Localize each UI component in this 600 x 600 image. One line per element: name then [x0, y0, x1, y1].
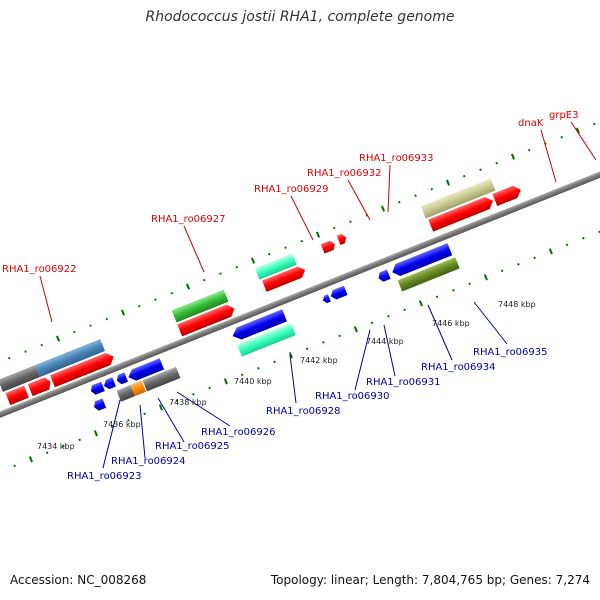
gene-blue-a[interactable]: [115, 372, 129, 385]
kbp-label-7436: 7436 kbp: [103, 420, 141, 429]
label-ro06927[interactable]: RHA1_ro06927: [151, 214, 226, 225]
label-ro06928[interactable]: RHA1_ro06928: [266, 406, 341, 417]
gene-gray-left[interactable]: [0, 364, 41, 392]
gene-ro06923-feature[interactable]: [89, 381, 105, 396]
gene-red-a[interactable]: [5, 385, 29, 406]
gene-ro06924-feature[interactable]: [116, 385, 135, 402]
label-ro06926[interactable]: RHA1_ro06926: [201, 427, 276, 438]
gene-ro06931-feature[interactable]: [329, 285, 348, 301]
gene-ro06935-feature[interactable]: [397, 257, 460, 292]
accession-text: Accession: NC_008268: [10, 573, 147, 587]
genome-title: Rhodococcus jostii RHA1, complete genome: [145, 9, 455, 25]
gene-blue-b[interactable]: [126, 358, 165, 383]
gene-blue-c[interactable]: [92, 398, 107, 411]
gene-ro06927-feature[interactable]: [171, 289, 229, 323]
label-ro06925[interactable]: RHA1_ro06925: [155, 441, 230, 452]
label-grpe3[interactable]: grpE3: [549, 110, 579, 121]
gene-red-e[interactable]: [262, 264, 307, 292]
label-ro06932[interactable]: RHA1_ro06932: [307, 168, 382, 179]
gene-dnak-feature[interactable]: [420, 178, 496, 219]
label-ro06922[interactable]: RHA1_ro06922: [2, 264, 77, 275]
kbp-label-7434: 7434 kbp: [37, 442, 75, 451]
genome-backbone: [0, 125, 600, 466]
label-ro06933[interactable]: RHA1_ro06933: [359, 153, 434, 164]
gene-red-c[interactable]: [50, 351, 116, 388]
genome-summary-text: Topology: linear; Length: 7,804,765 bp; …: [270, 573, 590, 587]
label-ro06929[interactable]: RHA1_ro06929: [254, 184, 329, 195]
label-ro06931[interactable]: RHA1_ro06931: [366, 377, 441, 388]
gene-ro06932-feature[interactable]: [320, 239, 337, 254]
gene-blue-e[interactable]: [377, 269, 391, 283]
gene-red-f[interactable]: [428, 195, 495, 232]
gene-red-d[interactable]: [177, 302, 237, 337]
lower-leader-lines: [102, 301, 508, 469]
gene-grpe3-feature[interactable]: [492, 184, 523, 207]
kbp-label-7440: 7440 kbp: [234, 377, 272, 386]
kbp-label-7448: 7448 kbp: [498, 300, 536, 309]
gene-ro06930-feature[interactable]: [321, 294, 331, 304]
gene-ro06928-feature[interactable]: [237, 323, 296, 357]
label-ro06930[interactable]: RHA1_ro06930: [315, 391, 390, 402]
label-ro06924[interactable]: RHA1_ro06924: [111, 456, 186, 467]
kbp-label-7442: 7442 kbp: [300, 356, 338, 365]
kbp-label-7444: 7444 kbp: [366, 337, 404, 346]
label-ro06934[interactable]: RHA1_ro06934: [421, 362, 496, 373]
label-dnak[interactable]: dnaK: [518, 118, 544, 129]
gene-ro06933-feature[interactable]: [336, 233, 348, 246]
gene-blue-d[interactable]: [230, 309, 288, 342]
kbp-label-7446: 7446 kbp: [432, 319, 470, 328]
label-ro06923[interactable]: RHA1_ro06923: [67, 471, 142, 482]
gene-ro06925-feature[interactable]: [130, 380, 147, 397]
gene-ro06929-feature[interactable]: [255, 253, 297, 280]
gene-red-b[interactable]: [27, 376, 53, 397]
kbp-label-7438: 7438 kbp: [169, 398, 207, 407]
gene-ro06926-feature[interactable]: [142, 366, 181, 392]
gene-ro06923b-feature[interactable]: [102, 377, 116, 390]
gene-ro06934-feature[interactable]: [390, 243, 453, 278]
upper-leader-lines: [39, 121, 597, 323]
label-ro06935[interactable]: RHA1_ro06935: [473, 347, 548, 358]
gene-ro06922-feature[interactable]: [35, 338, 106, 378]
